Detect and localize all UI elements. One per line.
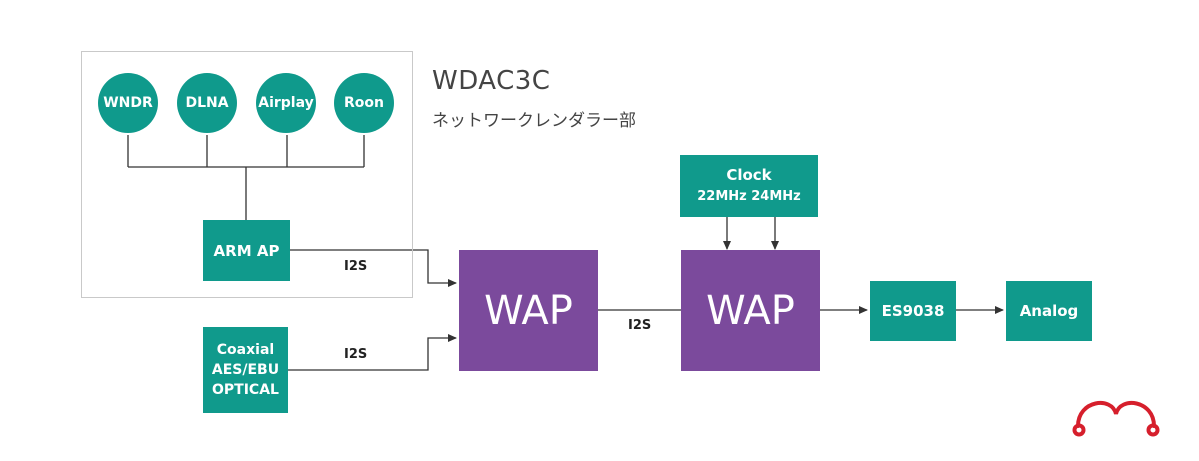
- input-to-wap-line: [288, 334, 457, 371]
- i2s-label-arm: I2S: [344, 259, 368, 274]
- i2s-label-input: I2S: [344, 347, 368, 362]
- i2s-label-wap: I2S: [628, 318, 652, 333]
- arm-ap-label: ARM AP: [213, 241, 280, 260]
- wap-block-2: WAP: [681, 250, 820, 371]
- network-renderer-frame: [81, 51, 413, 298]
- digital-input-box: Coaxial AES/EBU OPTICAL: [203, 327, 288, 413]
- source-wndr: WNDR: [98, 73, 158, 133]
- wap-block-1: WAP: [459, 250, 598, 371]
- source-dlna: DLNA: [177, 73, 237, 133]
- source-roon: Roon: [334, 73, 394, 133]
- input-coaxial-label: Coaxial: [216, 342, 275, 358]
- es9038-label: ES9038: [881, 302, 945, 320]
- diagram-subtitle: ネットワークレンダラー部: [432, 111, 636, 131]
- input-aesebu-label: AES/EBU: [211, 362, 280, 378]
- source-airplay: Airplay: [256, 73, 316, 133]
- es9038-box: ES9038: [870, 281, 956, 341]
- diagram-title: WDAC3C: [432, 66, 551, 96]
- clock-box: Clock 22MHz 24MHz: [680, 155, 818, 217]
- headphones-logo-icon: [1072, 401, 1160, 437]
- arm-ap-box: ARM AP: [203, 220, 290, 281]
- clock-frequencies: 22MHz 24MHz: [697, 189, 801, 204]
- source-bus-line: [127, 135, 365, 220]
- clock-title: Clock: [726, 166, 772, 184]
- input-optical-label: OPTICAL: [212, 382, 279, 398]
- analog-box: Analog: [1006, 281, 1092, 341]
- analog-label: Analog: [1019, 302, 1079, 320]
- arm-to-wap-line: [290, 249, 457, 287]
